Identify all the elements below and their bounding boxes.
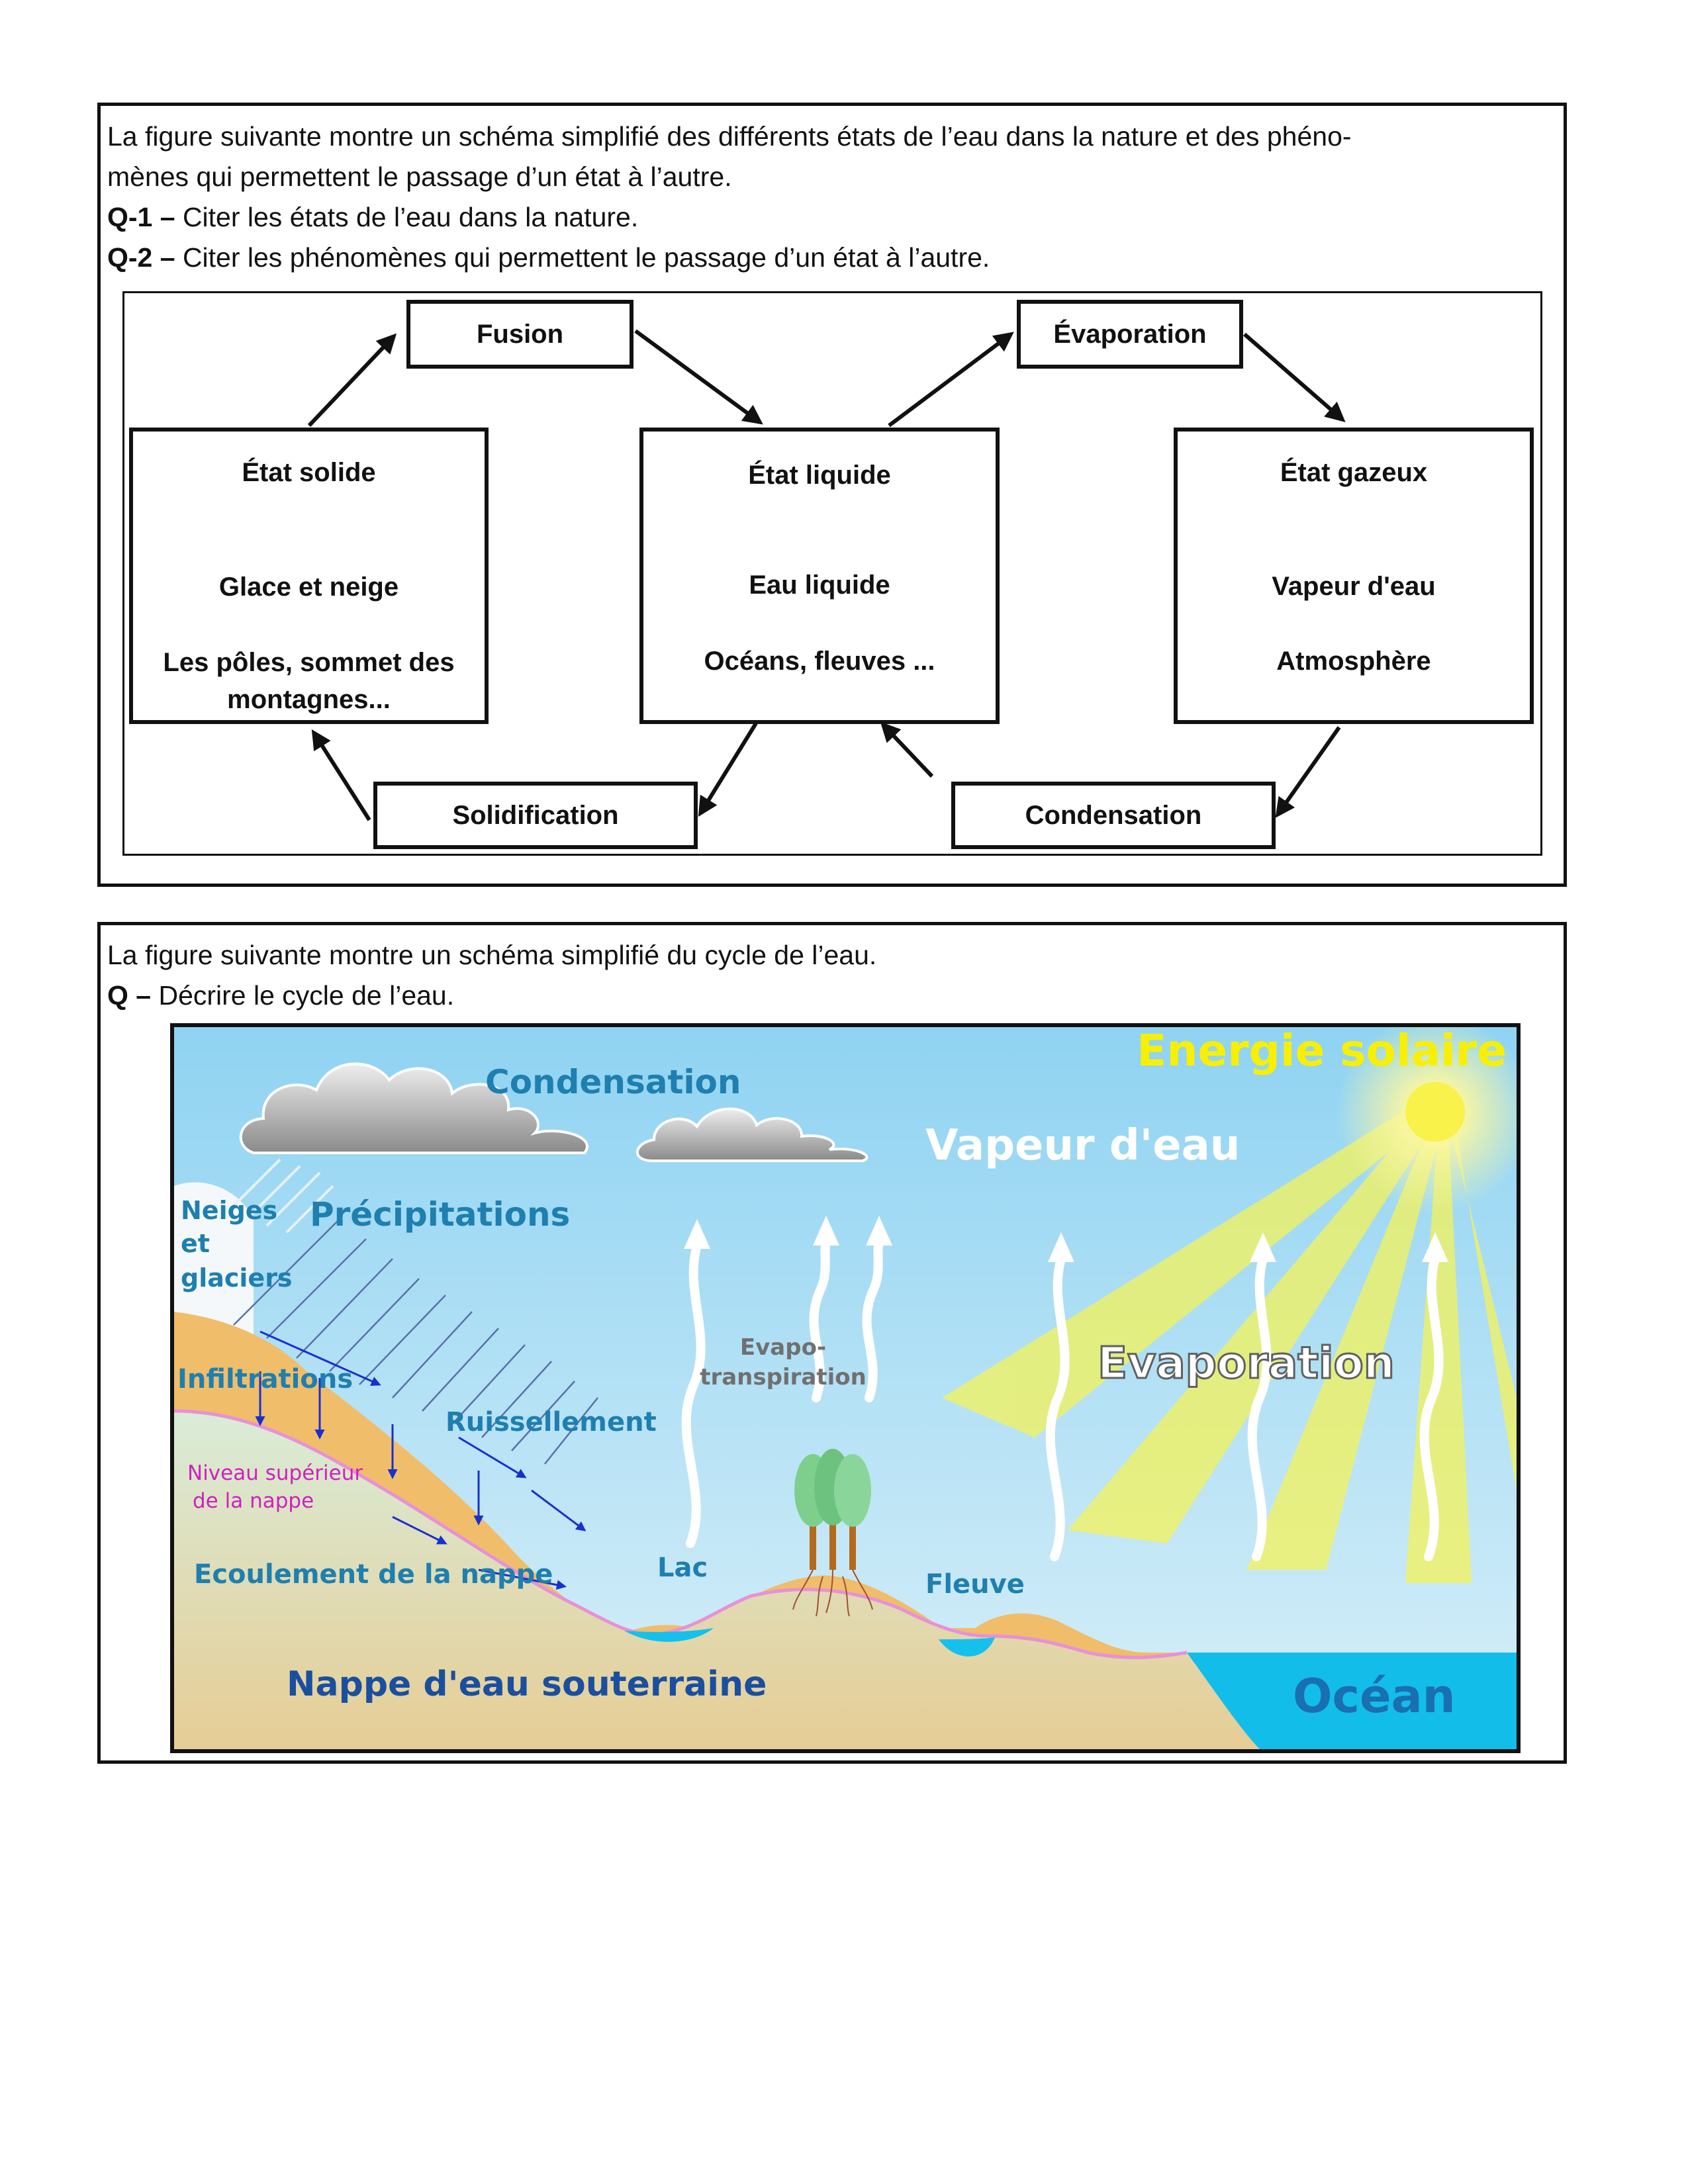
ocean	[1187, 1653, 1517, 1749]
question-2-label: Q-2 –	[107, 242, 175, 273]
question-1: Q-1 – Citer les états de l’eau dans la n…	[107, 197, 638, 238]
label-energie-solaire: Energie solaire	[1137, 1027, 1507, 1076]
arrow-solid-to-fusion	[307, 333, 397, 428]
precipitation-lines	[233, 1218, 598, 1465]
label-nappe: Nappe d'eau souterraine	[287, 1664, 767, 1704]
solid-state-box: État solide Glace et neige Les pôles, so…	[129, 428, 489, 724]
arrow-liquid-to-evaporation	[888, 332, 1014, 428]
trees	[792, 1449, 873, 1617]
arrow-liquid-to-solidification	[698, 722, 758, 817]
evaporation-label: Évaporation	[1053, 319, 1207, 349]
intro-line-1: La figure suivante montre un schéma simp…	[107, 121, 1352, 152]
liquid-state-title: État liquide	[748, 461, 891, 490]
liquid-state-place: Océans, fleuves ...	[704, 647, 935, 676]
question-2-text: Citer les phénomènes qui permettent le p…	[175, 242, 990, 273]
label-vapeur-eau: Vapeur d'eau	[925, 1121, 1240, 1170]
label-ecoulement: Ecoulement de la nappe	[194, 1559, 553, 1590]
question-2: Q-2 – Citer les phénomènes qui permetten…	[107, 238, 990, 278]
vapor-arrowheads	[684, 1216, 1448, 1262]
solid-state-form: Glace et neige	[218, 572, 399, 602]
arrow-gas-to-condensation	[1275, 726, 1341, 818]
cloud-left	[239, 1062, 588, 1154]
fusion-box: Fusion	[406, 300, 633, 369]
snow-fall-lines	[226, 1158, 334, 1234]
evaporation-box: Évaporation	[1017, 300, 1243, 369]
question-1-label: Q-1 –	[107, 202, 175, 232]
sun	[1405, 1082, 1465, 1142]
water-cycle-illustration: Energie solaire Condensation Vapeur d'ea…	[170, 1023, 1521, 1753]
label-ocean: Océan	[1293, 1669, 1456, 1723]
label-precipitations: Précipitations	[310, 1195, 570, 1234]
groundwater-zone	[174, 1411, 1260, 1749]
gas-state-box: État gazeux Vapeur d'eau Atmosphère	[1174, 428, 1534, 724]
gas-state-place: Atmosphère	[1276, 647, 1431, 676]
cycle-intro: La figure suivante montre un schéma simp…	[107, 940, 877, 970]
label-infiltrations: Infiltrations	[177, 1364, 353, 1394]
label-neiges-3: glaciers	[181, 1263, 293, 1293]
solid-state-title: État solide	[242, 458, 376, 487]
label-evaporation: Evaporation	[1098, 1338, 1395, 1388]
label-fleuve: Fleuve	[925, 1569, 1025, 1600]
solidification-box: Solidification	[373, 782, 698, 849]
solidification-label: Solidification	[452, 800, 619, 830]
water-table-line	[174, 1409, 1188, 1659]
flow-arrows	[255, 1330, 586, 1590]
liquid-state-box: État liquide Eau liquide Océans, fleuves…	[639, 428, 1000, 724]
label-condensation: Condensation	[485, 1063, 741, 1101]
cycle-question-label: Q –	[107, 980, 152, 1011]
label-neiges-1: Neiges	[181, 1196, 277, 1225]
arrow-fusion-to-liquid	[634, 329, 763, 425]
gas-state-form: Vapeur d'eau	[1272, 572, 1436, 601]
cycle-question: Q – Décrire le cycle de l’eau.	[107, 976, 454, 1016]
solid-state-place-1: Les pôles, sommet des	[163, 648, 455, 677]
cycle-question-text: Décrire le cycle de l’eau.	[151, 980, 455, 1011]
condensation-label: Condensation	[1025, 800, 1202, 830]
label-niveau-1: Niveau supérieur	[187, 1461, 363, 1485]
lake	[624, 1628, 714, 1642]
vapor-arrows	[681, 1238, 1444, 1561]
label-ruissellement: Ruissellement	[445, 1407, 657, 1437]
label-neiges-2: et	[181, 1229, 210, 1258]
label-lac: Lac	[657, 1553, 708, 1583]
arrow-evaporation-to-gas	[1243, 332, 1346, 422]
fusion-label: Fusion	[476, 319, 564, 349]
liquid-state-form: Eau liquide	[749, 570, 890, 600]
intro-line-2: mènes qui permettent le passage d’un éta…	[107, 161, 732, 192]
states-diagram	[122, 291, 1542, 856]
condensation-box: Condensation	[951, 782, 1276, 849]
question-1-text: Citer les états de l’eau dans la nature.	[175, 202, 639, 232]
water-cycle-drawing: Energie solaire Condensation Vapeur d'ea…	[174, 1027, 1517, 1749]
solid-state-place-2: montagnes...	[227, 685, 391, 714]
label-evapo-1: Evapo-	[740, 1334, 826, 1361]
arrow-solidification-to-solid	[311, 729, 371, 821]
label-evapo-2: transpiration	[700, 1364, 867, 1390]
process-arrows	[307, 329, 1346, 821]
cloud-right	[636, 1107, 868, 1162]
arrow-condensation-to-liquid	[880, 721, 934, 778]
river	[939, 1637, 995, 1657]
gas-state-title: État gazeux	[1280, 458, 1428, 487]
label-niveau-2: de la nappe	[193, 1489, 314, 1513]
